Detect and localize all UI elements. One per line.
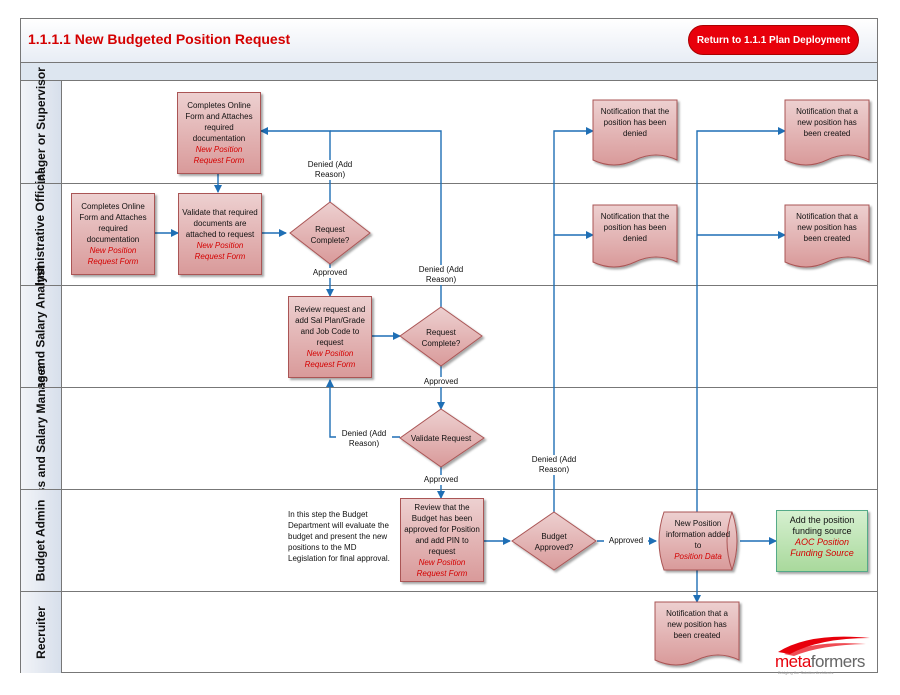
lane-admin-official: Administrative Official — [20, 170, 62, 298]
step-analyst-review[interactable]: Review request and add Sal Plan/Grade an… — [288, 296, 372, 378]
data-store-text: New Position information added to Positi… — [662, 518, 734, 562]
logo-formers: formers — [810, 652, 866, 671]
doc-admin-created — [784, 204, 870, 268]
decision-analyst-request-complete — [399, 306, 483, 367]
flow-label-approved: Approved — [604, 536, 648, 546]
data-store-edge — [726, 511, 733, 571]
data-store-name: Position Data — [674, 552, 722, 561]
step-form: AOC Position Funding Source — [790, 537, 854, 558]
flow-label-denied: Denied (Add Reason) — [526, 455, 582, 475]
doc-mgr-created — [784, 99, 870, 166]
step-form: New Position Request Form — [416, 557, 468, 578]
doc-text: Notification that a new position has bee… — [796, 107, 858, 138]
decision-text: Request Complete? — [310, 225, 350, 245]
step-form: New Position Request Form — [193, 145, 245, 165]
lane-divider — [20, 591, 878, 592]
decision-budget-approved — [511, 511, 597, 571]
budget-note: In this step the Budget Department will … — [288, 510, 390, 563]
lane-cs-manager: Class and Salary Manager — [20, 364, 62, 512]
page-title: 1.1.1.1 New Budgeted Position Request — [28, 31, 291, 47]
doc-text: Notification that a new position has bee… — [796, 212, 858, 243]
doc-recruiter-created — [654, 601, 740, 666]
doc-admin-denied — [592, 204, 678, 268]
flow-store-to-created — [696, 127, 786, 512]
flow-label-denied: Denied (Add Reason) — [413, 265, 469, 285]
decision-validate-request — [399, 408, 485, 468]
step-text: Review request and add Sal Plan/Grade an… — [294, 305, 366, 347]
step-admin-complete-form[interactable]: Completes Online Form and Attaches requi… — [71, 193, 155, 275]
lane-divider — [20, 285, 878, 286]
data-store-label: New Position information added to — [665, 519, 731, 550]
step-admin-validate[interactable]: Validate that required documents are att… — [178, 193, 262, 275]
doc-text: Notification that the position has been … — [600, 212, 670, 243]
step-text: Review that the Budget has been approved… — [404, 502, 480, 556]
step-text: Validate that required documents are att… — [182, 207, 258, 239]
flow-label-denied: Denied (Add Reason) — [336, 429, 392, 449]
step-text: Completes Online Form and Attaches requi… — [185, 101, 253, 143]
step-budget-review[interactable]: Review that the Budget has been approved… — [400, 498, 484, 582]
step-budget-funding-source[interactable]: Add the position funding source AOC Posi… — [776, 510, 868, 572]
flow-budget-denied-to-notifications — [553, 127, 594, 512]
flow-analyst-denied-to-mgr — [330, 130, 442, 307]
lane-divider — [20, 387, 878, 388]
decision-text: Budget Approved? — [534, 532, 574, 552]
doc-text: Notification that the position has been … — [600, 107, 670, 138]
sub-header-bar — [20, 62, 878, 81]
logo-tagline: Bridging the Solution Architects — [778, 670, 834, 675]
step-text: Add the position funding source — [789, 515, 855, 536]
step-form: New Position Request Form — [87, 246, 139, 266]
flow-label-approved: Approved — [418, 377, 464, 387]
metaformers-logo-icon — [778, 636, 870, 656]
flow-label-approved: Approved — [418, 475, 464, 485]
doc-mgr-denied — [592, 99, 678, 166]
lane-analyst: Class and Salary Analyst — [20, 265, 62, 407]
lane-recruiter: Recruiter — [20, 591, 62, 673]
doc-text: Notification that a new position has bee… — [666, 609, 728, 640]
decision-admin-request-complete — [289, 201, 371, 265]
flow-label-denied: Denied (Add Reason) — [302, 160, 358, 180]
logo-meta: meta — [775, 652, 811, 671]
step-text: Completes Online Form and Attaches requi… — [79, 202, 147, 244]
step-mgr-complete-form[interactable]: Completes Online Form and Attaches requi… — [177, 92, 261, 174]
step-form: New Position Request Form — [304, 349, 356, 369]
lane-budget-admin: Budget Admin — [20, 489, 62, 591]
step-form: New Position Request Form — [194, 240, 246, 261]
lane-manager: Manager or Supervisor — [20, 67, 62, 197]
decision-text: Validate Request — [410, 434, 472, 443]
return-button[interactable]: Return to 1.1.1 Plan Deployment — [688, 25, 859, 55]
logo-wordmark: metaformers — [775, 652, 865, 672]
lane-divider — [20, 489, 878, 490]
decision-text: Request Complete? — [421, 328, 461, 348]
flow-label-approved: Approved — [307, 268, 353, 278]
lane-divider — [20, 183, 878, 184]
